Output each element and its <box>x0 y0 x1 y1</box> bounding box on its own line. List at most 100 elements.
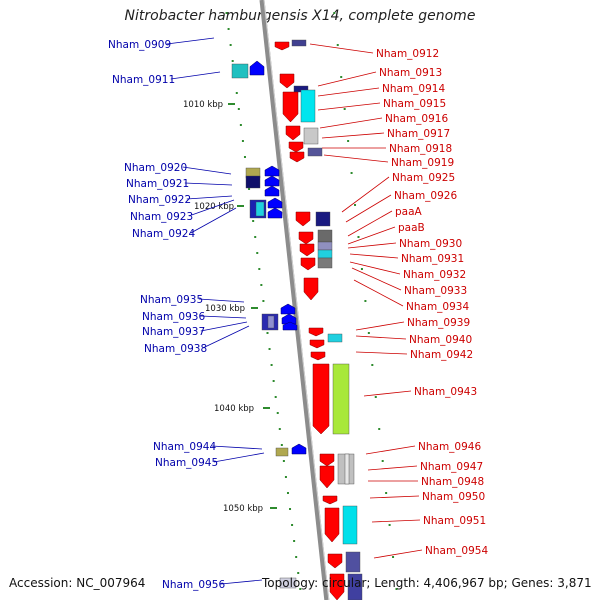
gene-box <box>307 147 323 157</box>
gene-box <box>347 573 363 600</box>
leader-line-left <box>184 182 233 186</box>
gene-label-right: Nham_0916 <box>385 113 448 125</box>
gene-label-right: Nham_0942 <box>410 349 473 361</box>
gene-label-right: Nham_0933 <box>404 285 467 297</box>
gene-label-right: Nham_0925 <box>392 172 455 184</box>
gene-arrow-forward <box>279 73 295 89</box>
tick-dot-right <box>364 300 367 302</box>
kbp-label: 1050 kbp <box>223 504 263 514</box>
leader-line-right <box>321 132 385 139</box>
gene-label-right: Nham_0943 <box>414 386 477 398</box>
leader-line-right <box>317 87 380 97</box>
leader-line-right <box>323 154 389 163</box>
tick-dot-right <box>360 268 363 270</box>
kbp-label: 1040 kbp <box>214 404 254 414</box>
gene-arrow-forward <box>288 141 304 153</box>
gene-box <box>300 89 316 123</box>
gene-arrow-forward <box>289 151 305 163</box>
gene-box <box>332 363 350 435</box>
gene-label-right: Nham_0914 <box>382 83 445 95</box>
tick-dot-left <box>268 348 271 350</box>
tick-dot-left <box>231 60 234 62</box>
gene-box <box>345 551 361 573</box>
tick-dot-left <box>237 108 240 110</box>
tick-dot-left <box>289 508 292 510</box>
gene-label-right: Nham_0915 <box>383 98 446 110</box>
gene-label-right: Nham_0950 <box>422 491 485 503</box>
gene-label-right: Nham_0940 <box>409 334 472 346</box>
gene-arrow-forward <box>274 41 290 51</box>
tick-dot-right <box>336 44 339 46</box>
tick-dot-left <box>286 492 289 494</box>
gene-label-right: Nham_0954 <box>425 545 488 557</box>
gene-label-left: Nham_0938 <box>144 343 207 355</box>
gene-box <box>317 241 333 251</box>
leader-line-right <box>369 495 420 499</box>
leader-line-right <box>309 43 374 54</box>
leader-line-left <box>202 325 250 349</box>
leader-line-left <box>190 207 237 234</box>
leader-line-right <box>345 194 392 223</box>
tick-dot-left <box>270 364 273 366</box>
leader-line-left <box>198 298 245 303</box>
leader-line-right <box>371 519 421 523</box>
gene-arrow-forward <box>329 573 345 600</box>
tick-dot-right <box>395 588 398 590</box>
gene-label-left: Nham_0944 <box>153 441 216 453</box>
leader-line-right <box>355 321 405 331</box>
gene-label-right: paaB <box>398 222 425 234</box>
leader-line-right <box>349 261 401 275</box>
gene-label-left: Nham_0936 <box>142 311 205 323</box>
gene-box-accent <box>267 315 275 329</box>
tick-dot-left <box>297 572 300 574</box>
gene-box <box>317 249 333 259</box>
tick-dot-left <box>276 412 279 414</box>
tick-dot-left <box>241 140 244 142</box>
gene-labels: Nham_0909Nham_0911Nham_0920Nham_0921Nham… <box>108 37 488 591</box>
gene-arrow-reverse <box>282 321 298 331</box>
gene-label-right: Nham_0931 <box>401 253 464 265</box>
gene-label-right: Nham_0930 <box>399 238 462 250</box>
tick-dot-right <box>367 332 370 334</box>
gene-arrow-forward <box>308 327 324 337</box>
gene-label-right: Nham_0934 <box>406 301 469 313</box>
leader-line-left <box>170 71 221 80</box>
gene-arrow-reverse <box>280 303 296 315</box>
genome-backbone <box>259 0 330 600</box>
gene-box <box>317 257 333 269</box>
gene-box-accent <box>255 201 265 217</box>
gene-box <box>245 175 261 189</box>
leader-line-left <box>211 445 263 450</box>
gene-label-right: Nham_0926 <box>394 190 457 202</box>
gene-label-right: Nham_0948 <box>421 476 484 488</box>
gene-arrow-forward <box>324 507 340 543</box>
gene-label-right: Nham_0919 <box>391 157 454 169</box>
gene-box <box>342 505 358 545</box>
gene-label-right: Nham_0913 <box>379 67 442 79</box>
tick-dot-left <box>272 380 275 382</box>
gene-label-right: Nham_0932 <box>403 269 466 281</box>
gene-label-right: paaA <box>395 206 423 218</box>
leader-line-left <box>213 452 265 463</box>
gene-arrow-forward <box>327 553 343 569</box>
tick-dot-left <box>282 460 285 462</box>
gene-features <box>231 39 363 600</box>
leader-line-right <box>319 117 383 129</box>
gene-arrow-forward <box>282 91 299 123</box>
gene-arrow-forward <box>322 495 338 505</box>
gene-arrow-reverse <box>249 60 265 76</box>
tick-dot-left <box>284 476 287 478</box>
gene-box <box>275 447 289 457</box>
leader-line-right <box>347 242 397 249</box>
tick-dot-left <box>258 268 261 270</box>
tick-dot-left <box>299 588 302 590</box>
tick-dot-left <box>229 44 232 46</box>
gene-arrow-reverse <box>264 175 280 187</box>
gene-arrow-forward <box>298 231 314 245</box>
gene-arrow-forward <box>319 453 335 467</box>
gene-label-left: Nham_0935 <box>140 294 203 306</box>
gene-arrow-forward <box>285 125 301 141</box>
gene-label-right: Nham_0918 <box>389 143 452 155</box>
gene-box <box>315 211 331 227</box>
